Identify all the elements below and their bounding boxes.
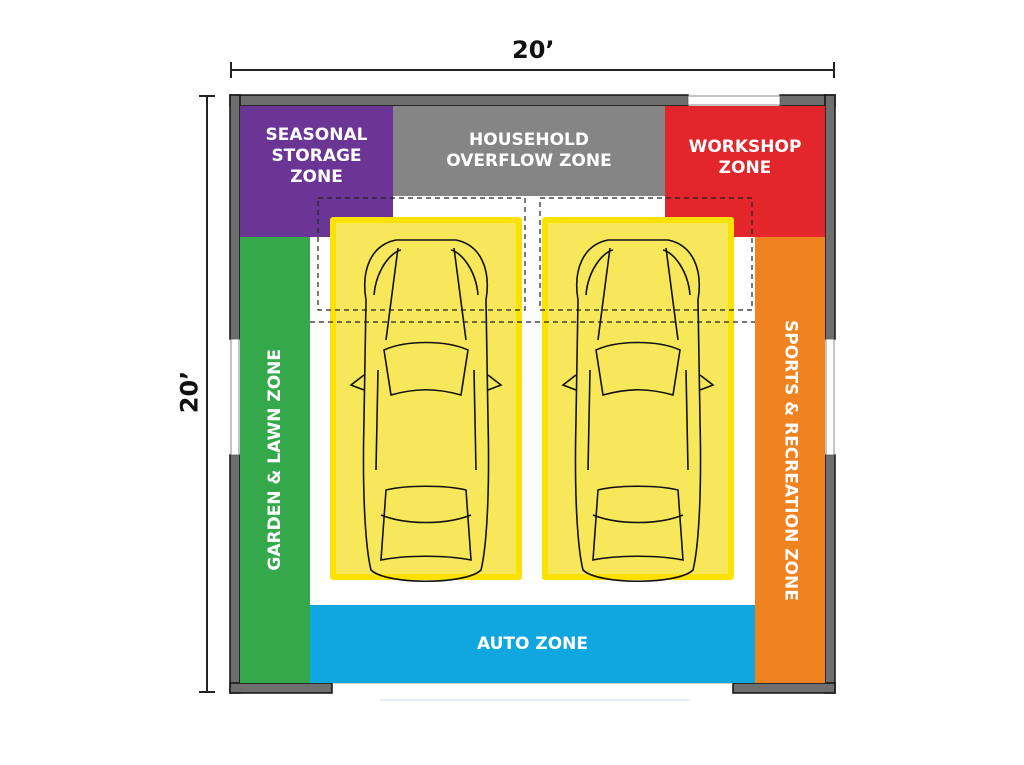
zone-workshop: WORKSHOP ZONE	[665, 106, 825, 237]
garage-walls	[229, 94, 836, 694]
garage-door	[332, 682, 733, 701]
zone-label: HOUSEHOLD OVERFLOW ZONE	[446, 130, 612, 171]
zone-label: WORKSHOP ZONE	[688, 136, 802, 178]
zone-seasonal-storage: SEASONAL STORAGE ZONE	[240, 106, 393, 237]
depth-dimension-line	[199, 95, 215, 693]
zone-label: AUTO ZONE	[476, 633, 589, 654]
zone-garden-lawn: GARDEN & LAWN ZONE	[240, 237, 310, 683]
depth-dimension-label: 20’	[175, 370, 204, 414]
windows	[230, 95, 835, 456]
width-dimension-label: 20’	[512, 36, 555, 64]
width-dimension-line	[230, 62, 835, 78]
zone-auto: AUTO ZONE	[310, 605, 755, 683]
zone-label: SPORTS & RECREATION ZONE	[780, 319, 801, 601]
zone-label: SEASONAL STORAGE ZONE	[265, 125, 368, 187]
overhead-storage-outline	[310, 197, 755, 323]
zone-household-overflow: HOUSEHOLD OVERFLOW ZONE	[393, 106, 665, 196]
car-icon	[562, 239, 714, 583]
zone-sports-recreation: SPORTS & RECREATION ZONE	[755, 237, 825, 683]
car-icon	[350, 239, 502, 583]
parking-bay-2	[542, 217, 734, 580]
parking-bay-1	[330, 217, 522, 580]
